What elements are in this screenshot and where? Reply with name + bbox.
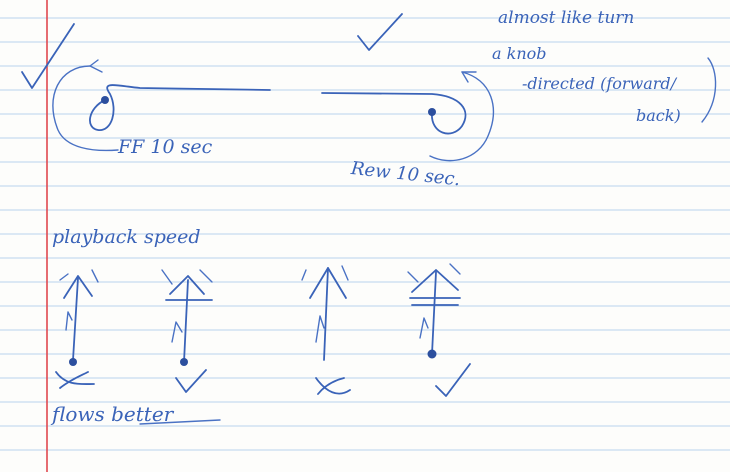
remark-bracket [701, 57, 717, 123]
remark-line-2: a knob [492, 44, 547, 63]
speed-sketch-3 [301, 265, 349, 361]
flows-better-underline [139, 419, 221, 425]
playback-speed-heading: playback speed [52, 226, 201, 248]
remark-line-1: almost like turn [498, 8, 635, 28]
remark-line-4: back) [636, 106, 681, 125]
ff-gesture-sketch [52, 59, 271, 152]
ruled-lines [0, 17, 730, 451]
ff-label: FF 10 sec [118, 136, 213, 158]
flows-better-note: flows better [52, 402, 174, 426]
speed-sketch-2 [161, 269, 213, 366]
cross-mark-icon [55, 371, 95, 389]
speed-sketch-4 [407, 263, 461, 359]
cross-mark-icon [315, 377, 351, 395]
checkmark-icon [21, 23, 75, 89]
checkmark-icon [175, 369, 207, 393]
remark-line-3: -directed (forward/ [522, 74, 677, 93]
rew-gesture-sketch [321, 71, 495, 162]
checkmark-icon [357, 13, 403, 51]
speed-sketch-1 [59, 269, 99, 366]
checkmark-icon [435, 363, 471, 397]
